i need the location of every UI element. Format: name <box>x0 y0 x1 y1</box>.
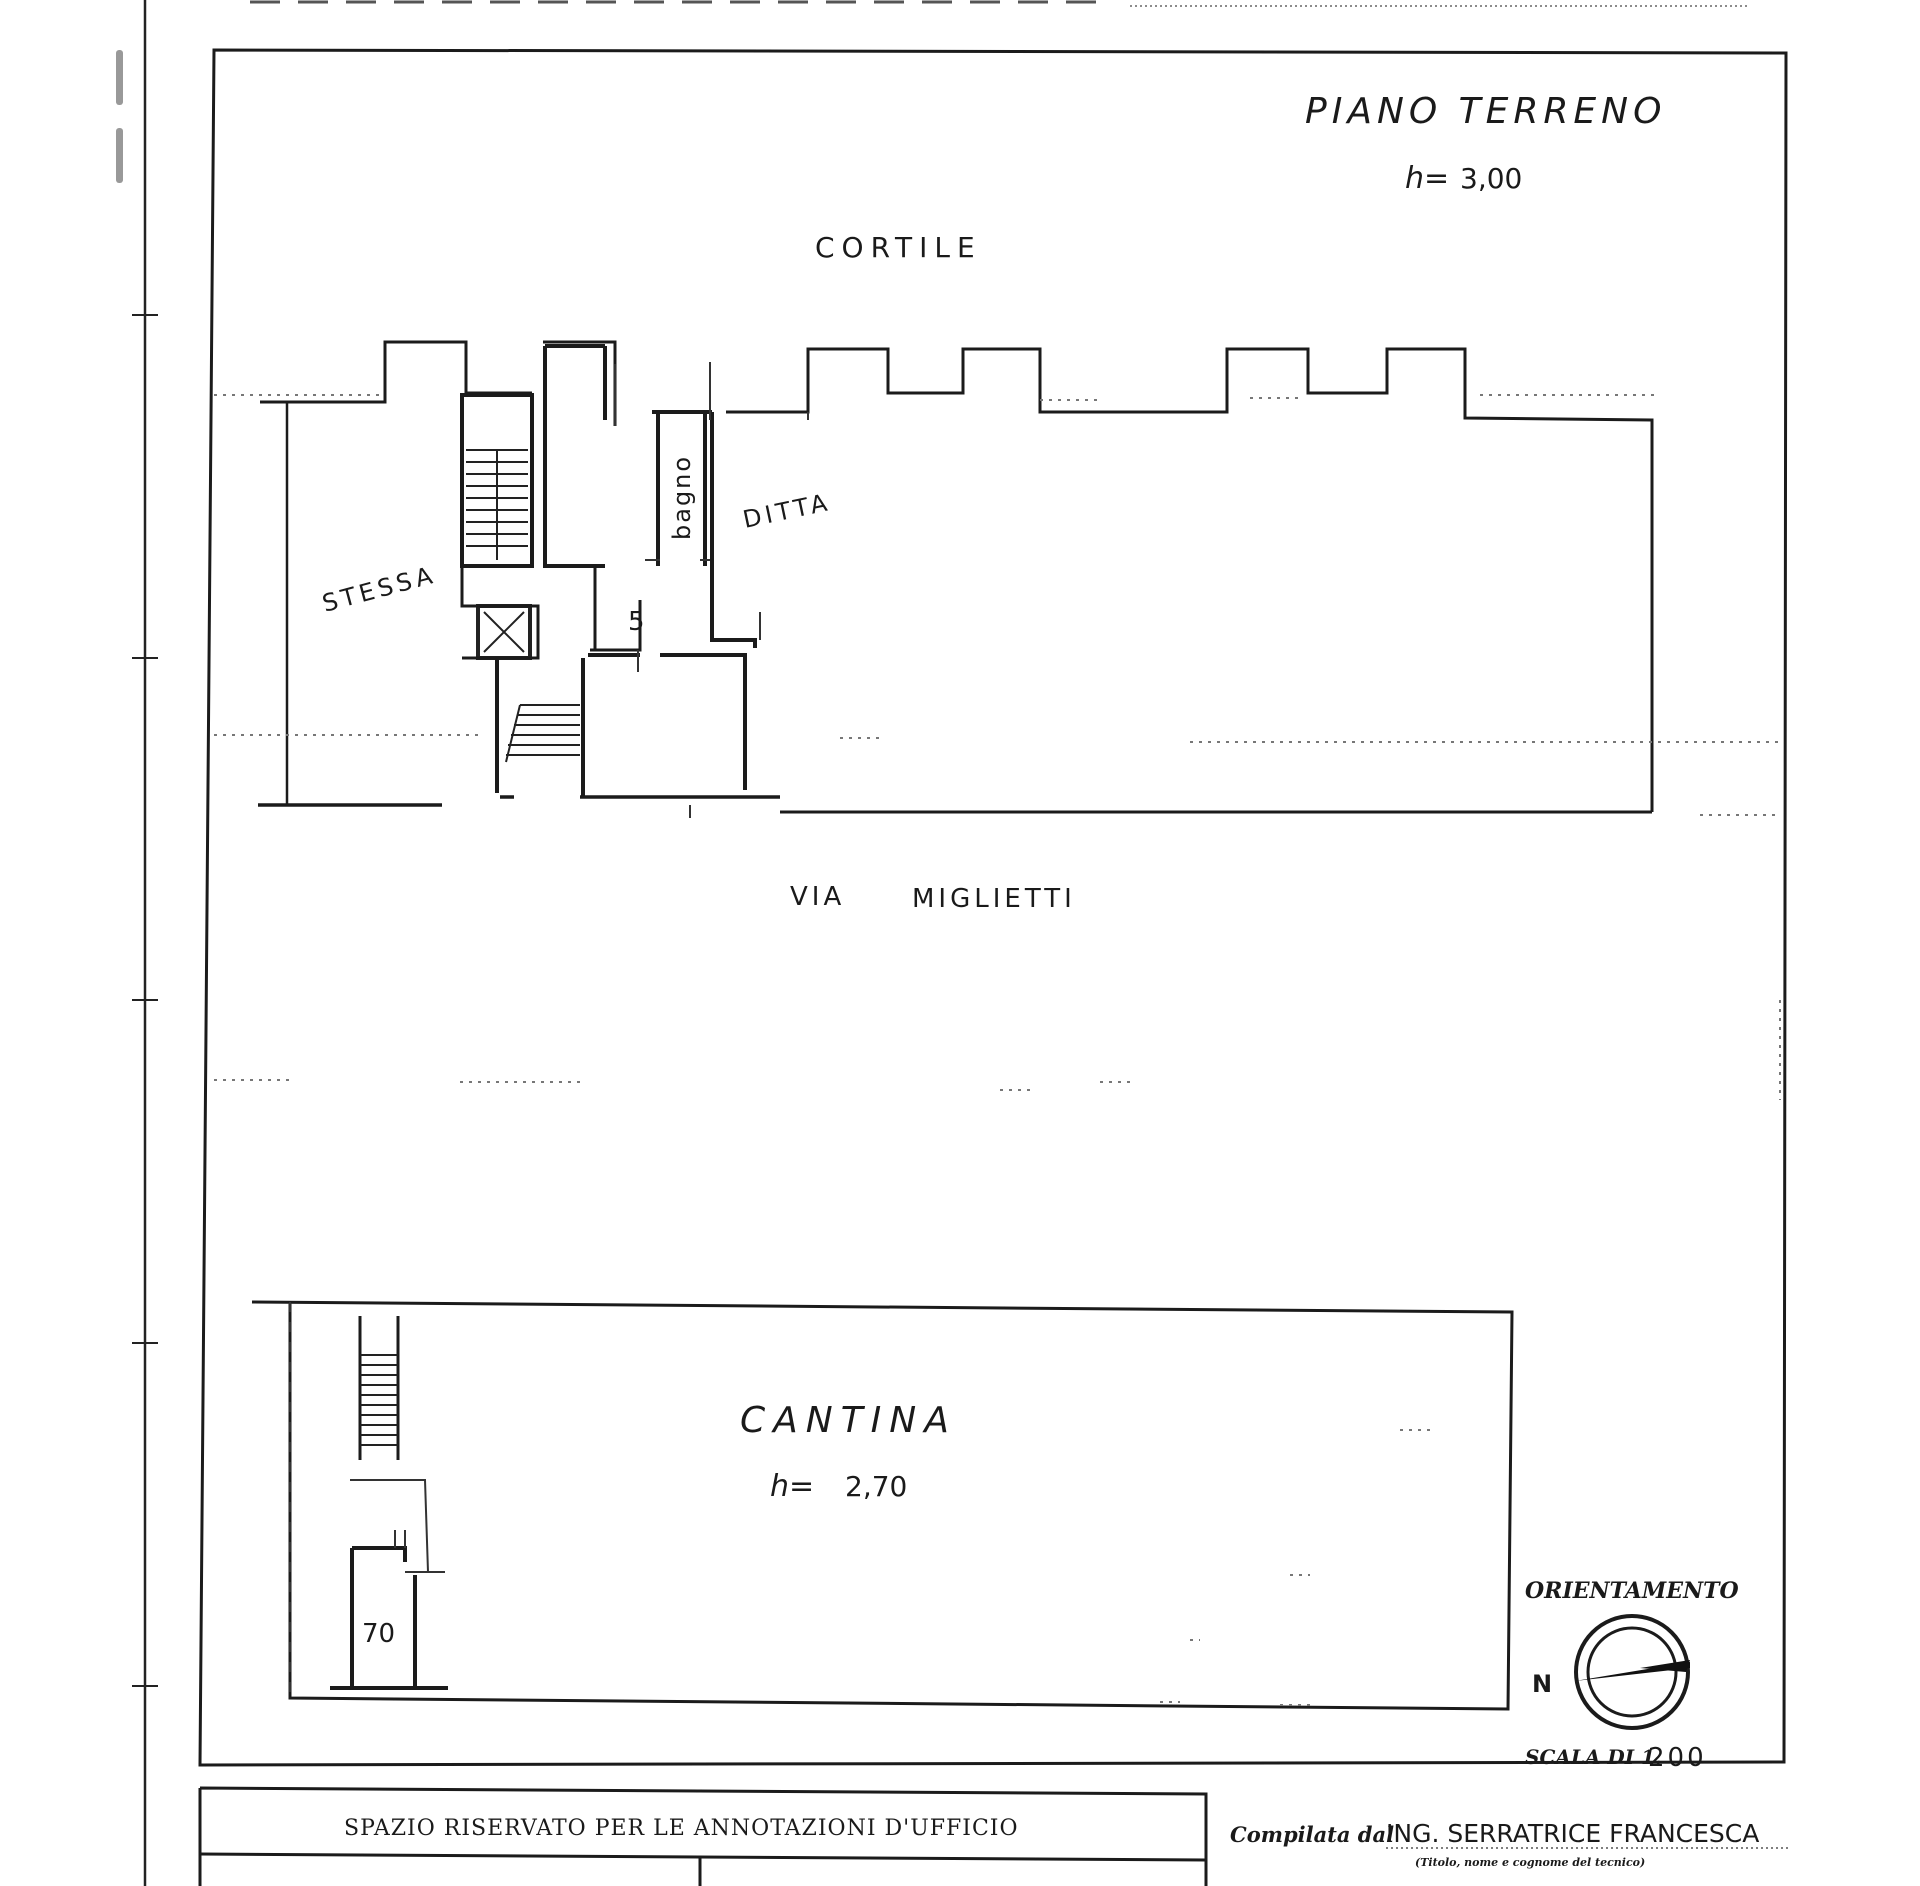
neighbor-label-right: DITTA <box>740 488 833 534</box>
compiled-prefix: Compilata dal <box>1230 1822 1394 1847</box>
office-annotations-box: SPAZIO RISERVATO PER LE ANNOTAZIONI D'UF… <box>198 1786 1208 1886</box>
cellar-height-prefix: h= <box>770 1469 814 1504</box>
compiled-caption: (Titolo, nome e cognome del tecnico) <box>1415 1856 1645 1869</box>
cellar-title: CANTINA <box>740 1400 957 1441</box>
cellar-plan <box>251 1300 1514 1711</box>
floor-height-value: 3,00 <box>1460 162 1522 195</box>
street-label-via: VIA <box>790 882 845 912</box>
scale-label: SCALA DI 1. <box>1525 1745 1662 1769</box>
office-box-title: SPAZIO RISERVATO PER LE ANNOTAZIONI D'UF… <box>344 1816 1019 1841</box>
bathroom-label: bagno <box>668 455 696 540</box>
stair-lower <box>505 704 580 763</box>
scale-value: 200 <box>1648 1743 1707 1773</box>
ground-floor-plan <box>214 340 1781 1100</box>
street-label-name: MIGLIETTI <box>912 884 1076 914</box>
unit-number: 5 <box>628 607 645 637</box>
cellar-unit-number: 70 <box>362 1619 395 1649</box>
floor-title: PIANO TERRENO <box>1305 91 1666 132</box>
north-label: N <box>1532 1670 1552 1698</box>
north-compass-icon <box>1574 1614 1690 1730</box>
binding-margin <box>116 0 158 1886</box>
compiled-name: ING. SERRATRICE FRANCESCA <box>1386 1819 1759 1848</box>
compiled-by: Compilata dal ING. SERRATRICE FRANCESCA … <box>1230 1819 1790 1869</box>
stair-treads <box>466 449 528 560</box>
drawing-frame <box>198 48 1788 1767</box>
orientation-legend: ORIENTAMENTO N SCALA DI 1. 200 <box>1525 1578 1739 1773</box>
floor-height-prefix: h= <box>1405 161 1449 196</box>
neighbor-label-left: STESSA <box>319 561 439 618</box>
courtyard-label: CORTILE <box>815 231 982 264</box>
lift-shaft <box>476 604 532 660</box>
header-remnant <box>250 0 1750 7</box>
cellar-height-value: 2,70 <box>845 1470 907 1503</box>
orientation-label: ORIENTAMENTO <box>1525 1578 1739 1604</box>
